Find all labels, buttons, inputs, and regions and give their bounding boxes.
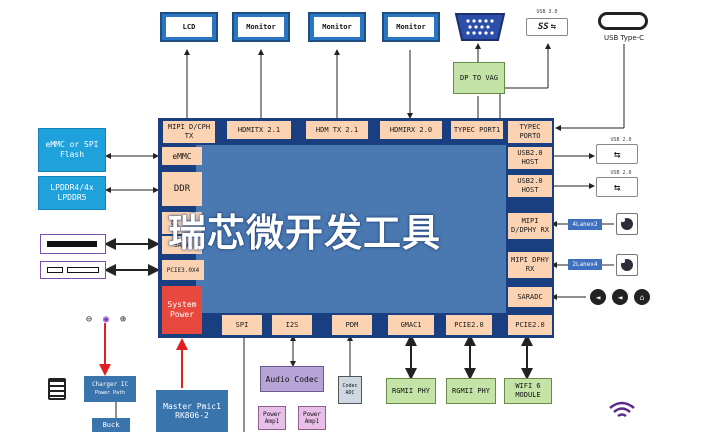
- port-pcie20-right: PCIE2.0: [508, 315, 552, 335]
- lcd-label: LCD: [166, 17, 212, 37]
- home-icon: ⌂: [634, 289, 650, 305]
- monitor-2-label: Monitor: [314, 17, 360, 37]
- port-hdmitx-21b: HDM TX 2.1: [306, 121, 368, 139]
- audio-codec-block: Audio Codec: [260, 366, 324, 392]
- port-pdm: PDM: [332, 315, 372, 335]
- usb30-label: USB 3.0: [536, 9, 558, 15]
- usb-c-icon: [598, 12, 648, 30]
- master-pmic-label: Master Pmic1: [163, 402, 221, 411]
- port-pcie20-bottom: PCIE2.0: [446, 315, 492, 335]
- camera-jack-icon: [616, 254, 638, 276]
- usb20-a-label: USB 2.0: [610, 137, 632, 143]
- power-amp2-block: Power Amp1: [298, 406, 326, 430]
- port-mipi-dphy-rx-a: MIPI D/DPHY RX: [508, 213, 552, 239]
- sata-connector-icon: [40, 234, 106, 254]
- port-hdmirx-20: HDMIRX 2.0: [380, 121, 442, 139]
- watermark-text: 瑞芯微开发工具: [168, 210, 442, 255]
- emmc-flash-block: eMMC or SPI Flash: [38, 128, 106, 172]
- port-mipi-dcph-tx: MIPI D/CPH TX: [163, 121, 215, 143]
- volume-up-icon: ◄: [612, 289, 628, 305]
- dp-to-vga-block: DP TO VAG: [453, 62, 505, 94]
- port-emmc: eMMC: [162, 147, 202, 165]
- dc-jack-icon: ⊖◉⊕: [86, 313, 126, 325]
- port-typec-port0: TYPEC PORTO: [508, 121, 552, 143]
- port-usb20-host-b: USB2.0 HOST: [508, 175, 552, 197]
- port-hdmitx-21a: HDMITX 2.1: [227, 121, 291, 139]
- battery-icon: [48, 378, 66, 400]
- volume-down-icon: ◄: [590, 289, 606, 305]
- monitor-3: Monitor: [382, 12, 440, 42]
- usb-typec-label: USB Type-C: [603, 34, 645, 42]
- port-ol24p: OL 24P: [162, 212, 202, 234]
- port-typec-port1: TYPEC PORT1: [451, 121, 503, 139]
- power-path-label: Power Path: [94, 390, 126, 396]
- charger-ic-block: Charger IC Power Path: [84, 376, 136, 402]
- monitor-1-label: Monitor: [238, 17, 284, 37]
- soc-core: [196, 145, 506, 313]
- port-spi: SPI: [222, 315, 262, 335]
- camera-jack-icon: [616, 213, 638, 235]
- port-gmac1: GMAC1: [388, 315, 434, 335]
- lanex4-label: 2Lanex4: [568, 259, 602, 270]
- port-usb20-host-a: USB2.0 HOST: [508, 147, 552, 169]
- usb-icon: ⇆: [596, 144, 638, 164]
- charger-ic-label: Charger IC: [91, 381, 129, 388]
- wifi-icon: [609, 401, 635, 418]
- usb30-port: SS ⇆: [526, 18, 568, 36]
- usb-icon: ⇆: [550, 22, 557, 32]
- lanex2-label: 4Lanex2: [568, 219, 602, 230]
- monitor-1: Monitor: [232, 12, 290, 42]
- pmic-model-label: RK806-2: [175, 411, 209, 420]
- port-pcie30x4: PCIE3.0X4: [162, 260, 204, 280]
- vga-port-icon: [454, 13, 506, 41]
- rgmii-phy-2-block: RGMII PHY: [446, 378, 496, 404]
- port-mipi-dphy-rx-b: MIPI DPHY RX: [508, 252, 552, 278]
- lpddr-block: LPDDR4/4x LPDDR5: [38, 176, 106, 210]
- usb-icon: ⇆: [596, 177, 638, 197]
- port-ddr: DDR: [162, 172, 202, 206]
- codec-adc-block: Codec ADC: [338, 376, 362, 404]
- port-sata: SATA: [162, 236, 202, 254]
- power-amp1-block: Power Amp1: [258, 406, 286, 430]
- monitor-3-label: Monitor: [388, 17, 434, 37]
- lcd-display: LCD: [160, 12, 218, 42]
- monitor-2: Monitor: [308, 12, 366, 42]
- system-power-block: System Power: [162, 286, 202, 334]
- pcie-slot-icon: [40, 261, 106, 279]
- wifi-module-block: WIFI 6 MODULE: [504, 378, 552, 404]
- port-saradc: SARADC: [508, 287, 552, 307]
- usb20-b-label: USB 2.0: [610, 170, 632, 176]
- port-i2s: I2S: [272, 315, 312, 335]
- buck-block: Buck: [92, 418, 130, 432]
- rgmii-phy-1-block: RGMII PHY: [386, 378, 436, 404]
- usb30-logo: SS: [537, 22, 549, 32]
